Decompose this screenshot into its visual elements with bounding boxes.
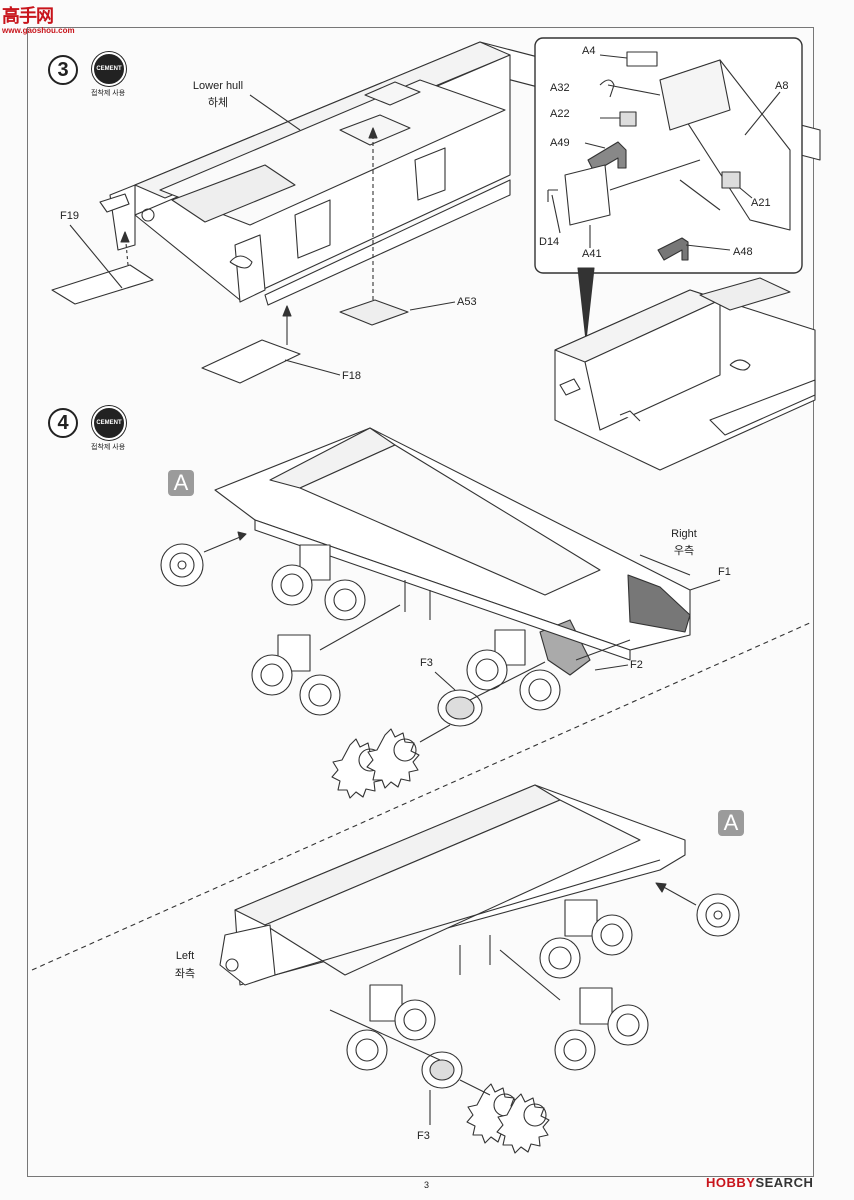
part-label-f3-top: F3 [420,657,433,669]
step-4-marker: 4 [48,408,78,438]
left-side-label-kr: 좌측 [174,968,196,980]
page-number: 3 [424,1180,430,1190]
part-label-a41: A41 [582,248,602,260]
right-sponson-drawing [160,427,721,799]
part-label-a21: A21 [751,197,771,209]
part-label-f19: F19 [60,210,79,222]
bogie-lower-loose [499,949,649,1071]
hobbysearch-logo-mark: HOBBY [706,1175,756,1190]
watermark-text: 高手网 [2,6,54,26]
part-label-a53: A53 [457,296,477,308]
subassembly-a-tag-bottom: A [718,810,744,836]
lower-hull-drawing [51,41,821,384]
cement-note-step4: 접착제 사용 [91,444,126,451]
part-label-a32: A32 [550,82,570,94]
step-3-marker: 3 [48,55,78,85]
page-frame [27,27,814,1177]
bogie-upper-left [271,544,366,621]
part-label-f2: F2 [630,659,643,671]
watermark-logo: 高手网 www.gaoshou.com [2,2,75,35]
part-label-f18: F18 [342,370,361,382]
part-label-f1: F1 [718,566,731,578]
part-label-a4: A4 [582,45,596,57]
right-side-label: Right [671,528,697,540]
part-label-f3-bottom: F3 [417,1130,430,1142]
cement-note-step3: 접착제 사용 [91,90,126,97]
right-side-label-kr: 우측 [673,545,695,557]
left-sponson-drawing [219,784,740,1154]
part-label-d14: D14 [539,236,560,248]
cement-badge-step3: CEMENT [92,52,126,86]
lower-hull-label: Lower hull [192,80,244,92]
subassembly-a-tag-top: A [168,470,194,496]
cement-badge-step4: CEMENT [92,406,126,440]
bogie-lower-right [539,899,633,979]
section-divider [31,621,813,971]
bogie-loose [251,604,401,716]
left-side-label: Left [175,950,195,962]
part-label-a48: A48 [733,246,753,258]
hobbysearch-logo: HOBBYSEARCH [706,1175,813,1190]
detail-inset [534,37,803,341]
watermark-url: www.gaoshou.com [2,26,75,35]
part-label-a8: A8 [775,80,789,92]
part-label-a49: A49 [550,137,570,149]
part-label-a22: A22 [550,108,570,120]
bogie-lower-left [346,984,436,1071]
bogie-upper-right [466,629,561,711]
lower-hull-label-kr: 하체 [207,97,229,109]
hobbysearch-logo-text: SEARCH [755,1175,814,1190]
rear-hull-result [554,277,816,471]
